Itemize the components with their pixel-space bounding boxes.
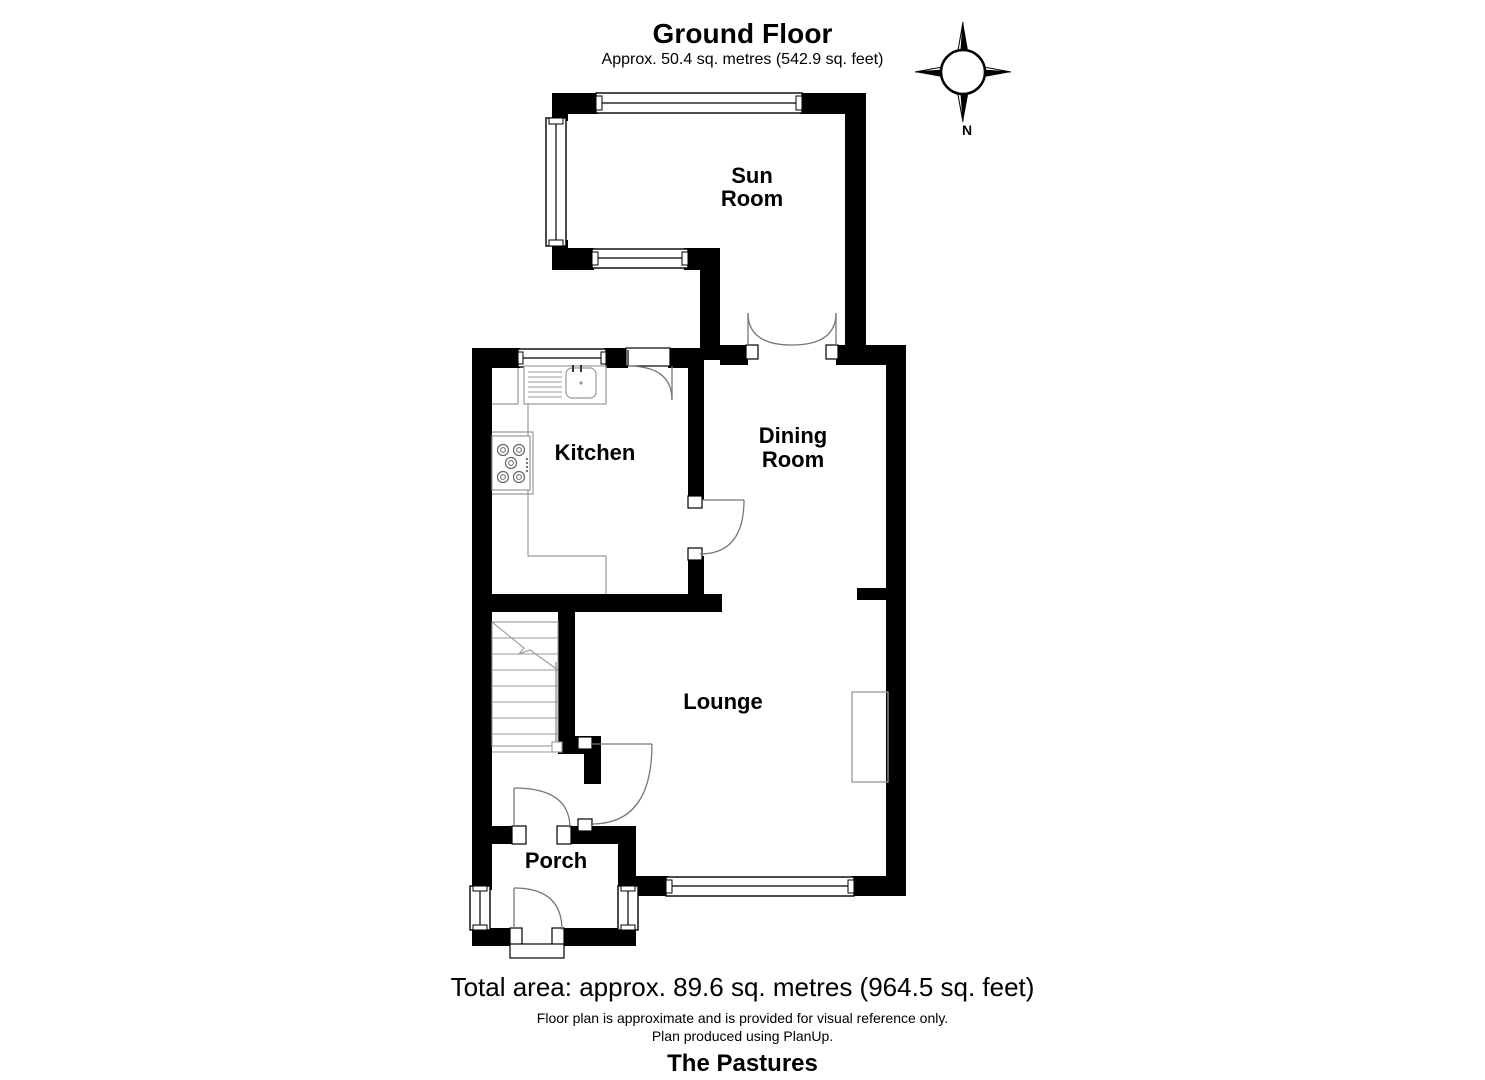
kitchen-top-window (517, 348, 607, 368)
compass-north-label: N (961, 122, 973, 138)
disclaimer-line-2: Plan produced using PlanUp. (651, 1028, 834, 1044)
room-label-kitchen: Kitchen (555, 440, 636, 465)
doors (509, 312, 839, 959)
room-label-dining-room-line1: Dining (759, 423, 827, 448)
walls (472, 93, 906, 946)
room-labels: Sun Room Dining Room Kitchen Lounge Porc… (525, 163, 827, 873)
kitchen-dining-door (687, 495, 745, 561)
room-label-dining-room-line2: Room (762, 447, 824, 472)
windows (469, 92, 855, 931)
sunroom-top-window (595, 92, 803, 114)
staircase-up (491, 621, 563, 753)
four-burner-hob (491, 435, 531, 491)
room-label-sun-room-line2: Room (721, 186, 783, 211)
fixtures (491, 365, 889, 783)
page-title: Ground Floor (652, 18, 833, 49)
porch-right-window (617, 885, 639, 931)
room-label-porch: Porch (525, 848, 587, 873)
compass-rose-icon (914, 21, 1012, 123)
room-label-sun-room-line1: Sun (731, 163, 773, 188)
lounge-bottom-window (665, 876, 855, 897)
sunroom-left-window (545, 117, 567, 247)
disclaimer-line-1: Floor plan is approximate and is provide… (536, 1010, 949, 1026)
page-subtitle: Approx. 50.4 sq. metres (542.9 sq. feet) (601, 51, 884, 68)
sunroom-lower-left-window (591, 248, 689, 269)
property-name: The Pastures (667, 1050, 818, 1077)
kitchen-sunroom-door (625, 347, 673, 401)
hall-lounge-door (577, 736, 653, 832)
room-label-lounge: Lounge (683, 689, 762, 714)
porch-left-window (469, 885, 491, 931)
total-area-text: Total area: approx. 89.6 sq. metres (964… (450, 972, 1035, 1002)
chimney-breast-recess (851, 691, 889, 783)
porch-front-door (509, 887, 565, 959)
sink-with-drainer (523, 365, 607, 405)
hall-porch-door (511, 787, 572, 845)
sunroom-dining-french-doors (745, 312, 839, 360)
